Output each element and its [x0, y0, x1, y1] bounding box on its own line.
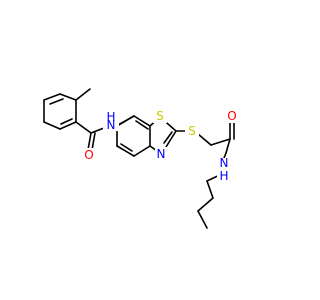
bond	[43, 121, 61, 130]
nitrogen-label: N	[157, 147, 166, 161]
bond	[206, 180, 214, 199]
atom-N-amide: H N	[103, 110, 119, 132]
bond	[223, 152, 227, 159]
hydrogen-label: H	[106, 110, 115, 124]
bond	[75, 121, 92, 134]
bond	[197, 197, 214, 212]
bond	[197, 210, 208, 229]
sulfur-label: S	[156, 109, 164, 123]
bond	[49, 98, 64, 105]
atom-S-thio: S	[185, 124, 199, 138]
oxygen-label: O	[84, 148, 93, 162]
bond	[197, 133, 212, 146]
bond	[87, 132, 92, 151]
nitrogen-label: N	[220, 156, 229, 170]
nitrogen-label: N	[107, 118, 116, 132]
bond	[43, 93, 61, 101]
toluene-ring	[43, 88, 91, 130]
bond	[116, 145, 135, 157]
bond	[163, 131, 173, 144]
atom-N-side: N H	[217, 156, 231, 183]
bond	[133, 145, 151, 157]
bond	[59, 121, 77, 130]
bond	[116, 115, 135, 127]
bond	[120, 143, 133, 152]
atom-N-ring: N	[155, 147, 167, 161]
bond	[210, 138, 231, 146]
atom-O-amide: O	[83, 148, 95, 162]
bond	[90, 127, 105, 134]
atom-S-ring: S	[153, 109, 167, 123]
bond	[60, 118, 73, 125]
bond	[225, 138, 231, 154]
hydrogen-label: H	[219, 169, 228, 183]
atom-O-side: O	[226, 109, 238, 123]
bond	[59, 93, 77, 101]
bond	[91, 132, 96, 151]
oxygen-label: O	[227, 109, 236, 123]
benzothiazole	[116, 115, 177, 157]
molecule-structure: O H N S N S O N H	[43, 88, 238, 229]
bond	[133, 115, 151, 127]
bond	[75, 88, 91, 101]
bond	[165, 130, 177, 148]
bond	[135, 120, 149, 130]
side-chain	[175, 120, 235, 229]
sulfur-label: S	[188, 124, 196, 138]
